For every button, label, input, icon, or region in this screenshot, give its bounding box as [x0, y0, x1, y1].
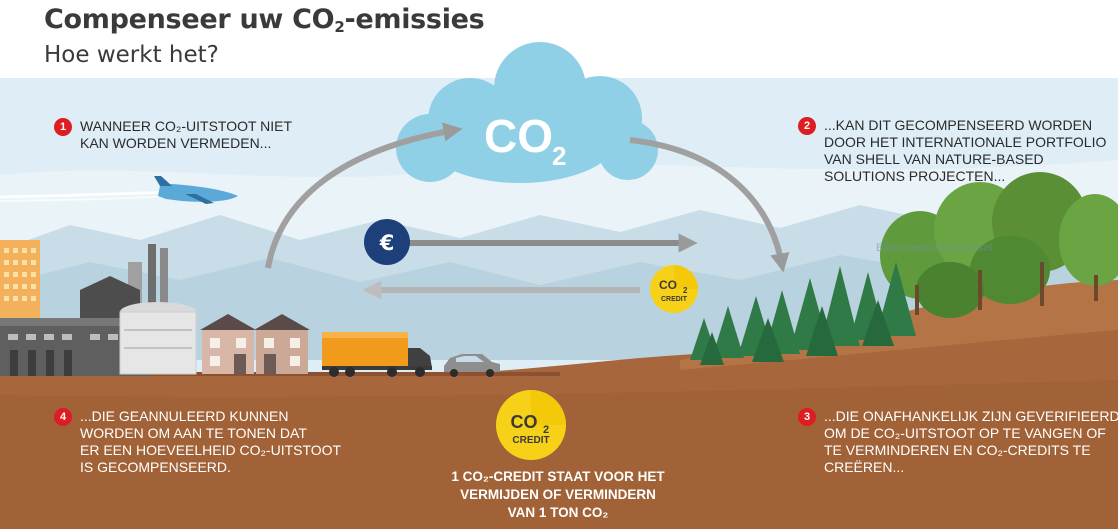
watermark: Bibliotheekvoorbeeldsel	[876, 242, 993, 254]
svg-text:CO: CO	[511, 412, 538, 432]
forest-trees	[690, 172, 1118, 365]
credit-statement-line: 1 CO₂-CREDIT STAAT VOOR HET	[451, 469, 665, 484]
euro-coin-icon	[364, 219, 410, 265]
credit-statement-line: VAN 1 TON CO₂	[507, 505, 609, 520]
page-subtitle: Hoe werkt het?	[44, 42, 219, 68]
svg-text:2: 2	[683, 286, 688, 295]
arrow-to-forest	[629, 137, 790, 273]
svg-text:CREDIT: CREDIT	[512, 435, 549, 446]
ground-layer	[0, 380, 1118, 529]
step-number-3: 3	[798, 408, 816, 426]
car-icon	[444, 354, 500, 377]
airplane-icon	[0, 176, 238, 204]
step-2-text: ...KAN DIT GECOMPENSEERD WORDEN DOOR HET…	[824, 117, 1107, 184]
svg-text:CO: CO	[659, 278, 677, 292]
step-1-text: WANNEER CO₂-UITSTOOT NIET KAN WORDEN VER…	[80, 118, 293, 151]
step-number-2: 2	[798, 117, 816, 135]
svg-text:2: 2	[543, 424, 549, 436]
arrow-to-cloud	[265, 122, 463, 269]
step-4-text: ...DIE GEANNULEERD KUNNEN WORDEN OM AAN …	[80, 408, 342, 475]
cloud-icon	[396, 42, 658, 183]
cloud-label-sub: 2	[552, 141, 566, 171]
credit-statement: 1 CO₂-CREDIT STAAT VOOR HET VERMIJDEN OF…	[398, 468, 718, 522]
svg-text:CREDIT: CREDIT	[661, 296, 688, 303]
page-title: Compenseer uw CO2-emissies	[44, 4, 485, 36]
step-3-text: ...DIE ONAFHANKELIJK ZIJN GEVERIFIEERD O…	[824, 408, 1118, 475]
city-buildings	[0, 240, 310, 376]
step-number-1: 1	[54, 118, 72, 136]
step-number-4: 4	[54, 408, 72, 426]
truck-icon	[322, 332, 432, 377]
euro-symbol: €	[379, 231, 395, 255]
credit-statement-line: VERMIJDEN OF VERMINDERN	[460, 487, 656, 502]
cloud-label: CO	[484, 110, 553, 162]
